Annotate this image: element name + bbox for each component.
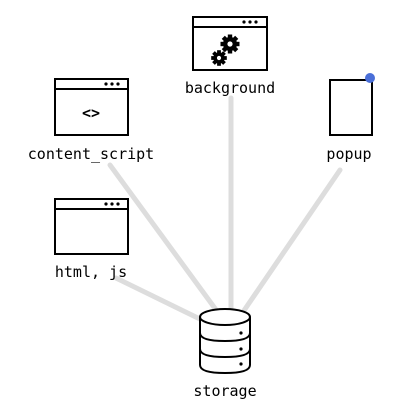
node-popup: popup <box>326 73 375 163</box>
edge-popup-storage <box>240 167 343 315</box>
edges <box>107 95 343 325</box>
browser-window-code-icon: <> <box>54 78 129 136</box>
node-label-popup: popup <box>326 145 371 163</box>
browser-window-gears-icon <box>192 16 268 71</box>
node-label-html-js: html, js <box>55 263 127 281</box>
node-label-storage: storage <box>193 382 256 400</box>
database-icon <box>199 308 251 375</box>
node-content-script: <> content_script <box>28 78 154 163</box>
node-background: background <box>185 16 275 97</box>
gear-small-icon <box>211 50 227 66</box>
node-storage: storage <box>193 308 257 400</box>
edge-content-script-storage <box>107 162 225 321</box>
node-html-js: html, js <box>54 198 129 281</box>
browser-window-icon <box>54 198 129 255</box>
node-label-content-script: content_script <box>28 145 154 163</box>
node-label-background: background <box>185 79 275 97</box>
edge-html-js-storage <box>113 275 209 325</box>
code-symbol: <> <box>82 104 100 122</box>
popup-page-icon <box>329 73 375 136</box>
gear-large-icon <box>220 34 240 54</box>
popup-notification-dot <box>365 73 375 83</box>
